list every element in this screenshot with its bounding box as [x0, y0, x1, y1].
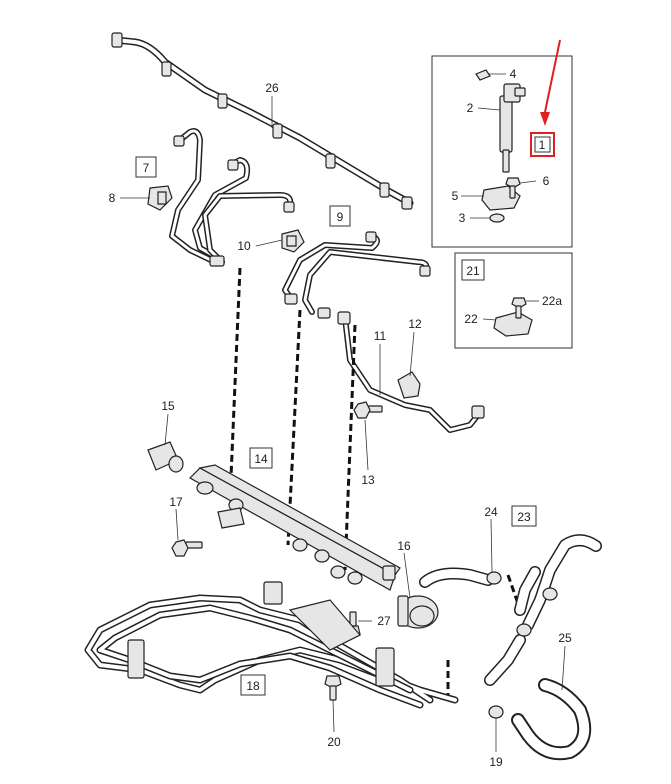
callout-14-box	[249, 447, 273, 469]
callout-9: 9	[337, 210, 344, 224]
callout-1-box	[534, 136, 551, 153]
part-20-bolt	[324, 675, 342, 701]
part-2-injector	[499, 83, 526, 173]
part-11-pipe	[337, 311, 485, 433]
callout-7: 7	[143, 161, 150, 175]
callout-3: 3	[459, 211, 466, 225]
callout-22a: 22a	[542, 294, 562, 308]
pipe-clip	[325, 153, 336, 169]
part-13-bolt	[353, 401, 383, 419]
pipe-nut	[227, 159, 239, 171]
inset-21-frame	[454, 252, 573, 349]
part-7-injector-pipes	[169, 128, 295, 267]
pipe-nut	[471, 405, 485, 419]
callout-15: 15	[161, 399, 175, 413]
callout-14: 14	[254, 452, 268, 466]
pipe-bracket	[263, 581, 283, 605]
callout-12: 12	[408, 317, 422, 331]
callout-5: 5	[452, 189, 459, 203]
part-10-clamp	[281, 229, 305, 253]
part-24-hose-clamp	[486, 571, 558, 637]
callout-9-box	[329, 205, 351, 227]
callout-4: 4	[510, 67, 517, 81]
callout-18-box	[240, 674, 266, 696]
callout-10: 10	[237, 239, 251, 253]
callout-22: 22	[464, 312, 478, 326]
callout-24: 24	[484, 505, 498, 519]
callout-19: 19	[489, 755, 503, 769]
callout-1: 1	[539, 138, 546, 152]
pipe-end-fitting	[401, 196, 413, 210]
callout-18: 18	[246, 679, 260, 693]
pipe-nut	[419, 265, 431, 277]
part-6-bolt	[505, 177, 521, 199]
part-22-clamp	[493, 311, 533, 337]
part-18-fuel-lines	[84, 581, 459, 709]
pipe-bracket	[127, 639, 145, 679]
pipe-nut	[317, 307, 331, 319]
callout-8: 8	[109, 191, 116, 205]
pipe-nut	[365, 231, 377, 243]
part-23-hose	[419, 534, 602, 686]
part-4-clip	[475, 69, 491, 81]
pipe-bracket	[375, 647, 395, 687]
part-8-clamp	[147, 185, 173, 211]
leader-lines	[120, 73, 566, 752]
part-25-hose	[511, 678, 592, 761]
injector-inset-frame	[431, 55, 573, 248]
pipe-clip	[379, 182, 390, 198]
callout-6: 6	[543, 174, 550, 188]
callout-13: 13	[361, 473, 375, 487]
pipe-clip	[272, 123, 283, 139]
part-3-washer	[489, 213, 505, 223]
pipe-nut	[283, 201, 295, 213]
callout-21: 21	[466, 264, 480, 278]
part-9-injector-pipes	[282, 231, 431, 319]
part-12-bracket	[397, 371, 421, 399]
callout-17: 17	[169, 495, 183, 509]
part-19-hose-clamp	[488, 705, 504, 719]
callout-1-highlight	[530, 132, 555, 157]
part-26-fuel-line	[111, 32, 414, 210]
callout-26: 26	[265, 81, 279, 95]
callout-25: 25	[558, 631, 572, 645]
highlight-arrow	[540, 39, 561, 126]
callout-7-box	[135, 156, 157, 178]
callout-20: 20	[327, 735, 341, 749]
callout-11: 11	[374, 329, 387, 343]
pipe-nut	[209, 255, 225, 267]
part-16-regulator	[397, 595, 439, 629]
pipe-end-fitting	[111, 32, 123, 48]
callout-2: 2	[467, 101, 474, 115]
pipe-clip	[161, 61, 172, 77]
pipe-nut	[284, 293, 298, 305]
callout-21-box	[461, 259, 485, 281]
part-15-sensor	[147, 441, 184, 473]
pipe-clip	[217, 93, 228, 109]
pipe-nut	[173, 135, 185, 147]
callout-23: 23	[517, 510, 531, 524]
pipe-nut	[337, 311, 351, 325]
callout-16: 16	[397, 539, 411, 553]
callout-27: 27	[377, 614, 391, 628]
part-17-bolt	[171, 539, 203, 557]
part-14-fuel-rail	[189, 464, 401, 591]
pipe-bracket	[288, 599, 361, 651]
callout-23-box	[511, 505, 537, 527]
part-22a-bolt	[511, 297, 527, 319]
